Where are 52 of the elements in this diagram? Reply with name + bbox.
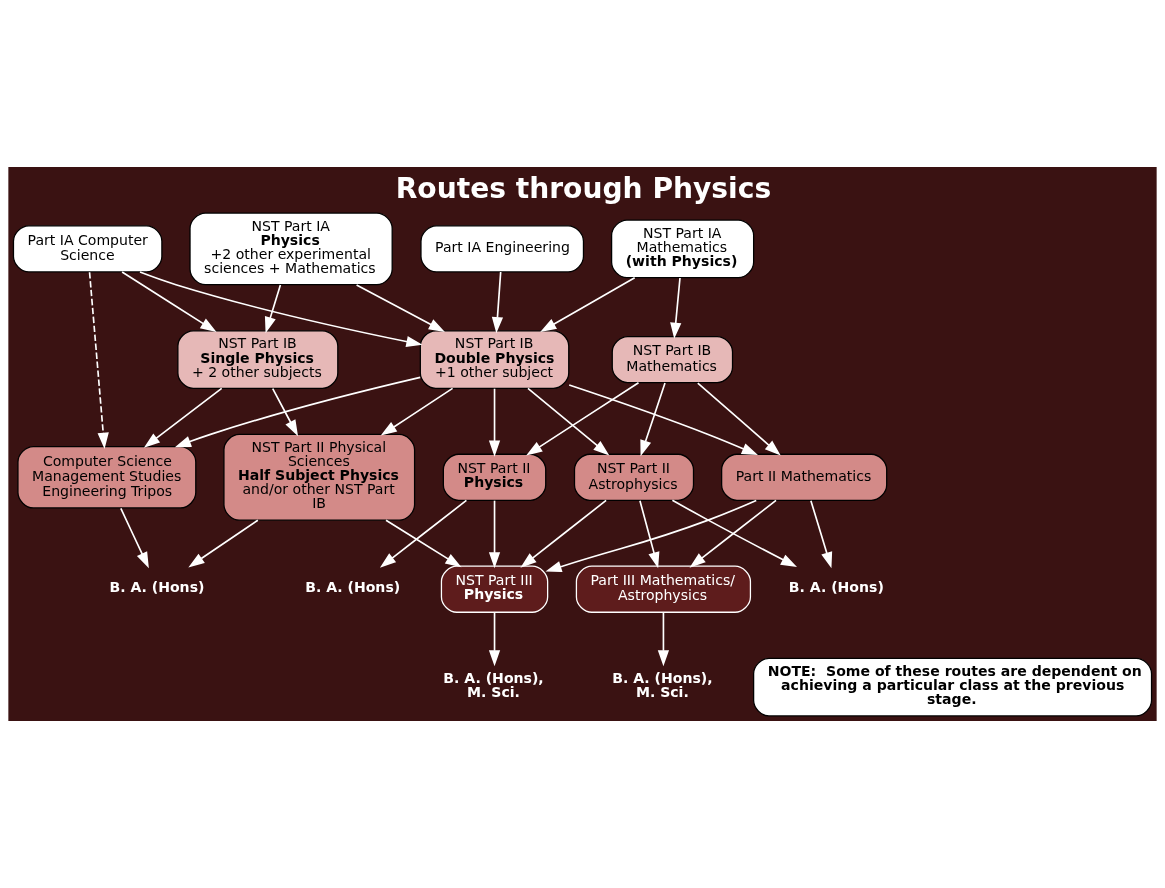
arrow <box>488 499 501 569</box>
arrow <box>689 499 777 568</box>
arrow <box>491 271 504 334</box>
arrow <box>139 271 423 348</box>
arrow <box>545 499 758 573</box>
diagram-title: Routes through Physics <box>395 172 772 206</box>
node-text: B. A. (Hons), M. Sci. <box>612 670 713 701</box>
arrow <box>385 519 462 568</box>
arrow <box>120 507 149 569</box>
node-box: NST Part IA Physics +2 other experimental sciences + Mathematics <box>189 212 393 286</box>
node-box: Part IA Engineering <box>420 225 585 273</box>
node-box: Part II Mathematics <box>721 453 888 501</box>
node-box: Part III Mathematics/ Astrophysics <box>575 565 752 613</box>
arrow <box>671 499 797 568</box>
node-box: NST Part IB Mathematics <box>611 335 734 384</box>
arrow <box>380 387 454 436</box>
arrow <box>143 387 223 448</box>
arrow <box>657 611 670 667</box>
node-box: Part IA Computer Science <box>12 225 163 273</box>
arrow <box>527 387 610 456</box>
arrow <box>670 277 682 339</box>
arrow <box>568 384 758 456</box>
arrow <box>355 284 445 332</box>
node-box: NOTE: Some of these routes are dependent on achieving a particular class at the previous stage. <box>753 657 1153 717</box>
arrow <box>264 284 282 334</box>
node-box: NST Part IB Single Physics + 2 other subjects <box>177 330 339 389</box>
arrow <box>379 499 468 568</box>
arrow <box>520 499 607 568</box>
arrow <box>188 519 259 568</box>
node-box: NST Part III Physics <box>440 565 549 613</box>
arrow <box>271 387 299 437</box>
node-box: NST Part II Physical Sciences Half Subject Physics and/or other NST Part IB <box>223 433 416 521</box>
node-box: NST Part IB Double Physics +1 other subject <box>419 330 570 389</box>
arrow <box>488 611 501 667</box>
arrow <box>640 382 666 457</box>
node-text: B. A. (Hons) <box>109 578 205 595</box>
arrow <box>488 387 501 457</box>
arrow <box>540 276 636 333</box>
node-text: B. A. (Hons), M. Sci. <box>443 670 544 701</box>
node-text: B. A. (Hons) <box>305 578 401 595</box>
node-box: NST Part II Physics <box>442 453 547 501</box>
arrow <box>526 381 640 456</box>
arrow <box>121 271 217 332</box>
arrow <box>696 382 781 456</box>
arrow <box>88 271 109 449</box>
arrow <box>639 499 660 569</box>
node-box: Computer Science Management Studies Engineering Tripos <box>17 445 197 509</box>
node-box: NST Part II Astrophysics <box>573 453 695 501</box>
node-text: B. A. (Hons) <box>788 578 884 595</box>
node-box: NST Part IA Mathematics (with Physics) <box>610 219 755 279</box>
arrow <box>174 376 422 448</box>
arrow <box>810 499 833 569</box>
